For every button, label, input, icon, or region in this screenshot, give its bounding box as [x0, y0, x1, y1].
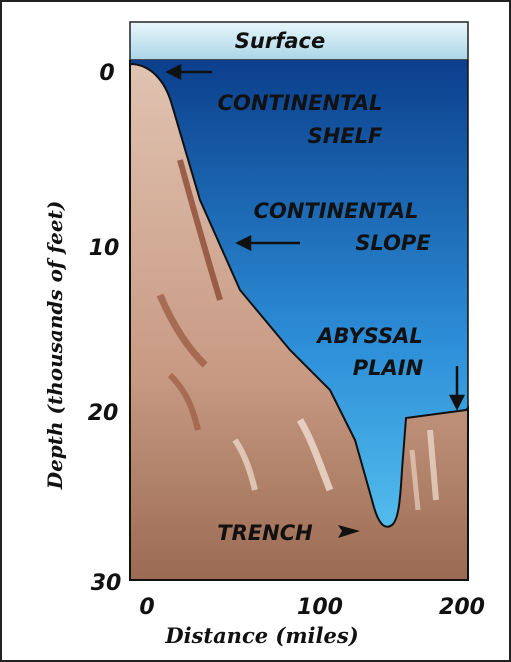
- y-tick-20: 20: [88, 401, 119, 426]
- x-tick-0: 0: [139, 595, 154, 620]
- x-tick-100: 100: [297, 595, 343, 620]
- y-tick-0: 0: [99, 61, 114, 86]
- label-continental-slope-1: CONTINENTAL: [254, 199, 419, 223]
- surface-label: Surface: [235, 29, 325, 53]
- label-trench: TRENCH: [217, 521, 313, 545]
- x-axis-title: Distance (miles): [164, 623, 358, 648]
- y-tick-30: 30: [91, 571, 122, 596]
- x-tick-200: 200: [439, 595, 485, 620]
- label-continental-shelf-2: SHELF: [308, 124, 383, 148]
- label-abyssal-plain-2: PLAIN: [353, 356, 424, 380]
- label-abyssal-plain-1: ABYSSAL: [315, 324, 422, 348]
- label-continental-shelf-1: CONTINENTAL: [218, 91, 383, 115]
- label-continental-slope-2: SLOPE: [355, 231, 431, 255]
- y-axis-title: Depth (thousands of feet): [43, 201, 67, 491]
- y-tick-10: 10: [89, 236, 120, 261]
